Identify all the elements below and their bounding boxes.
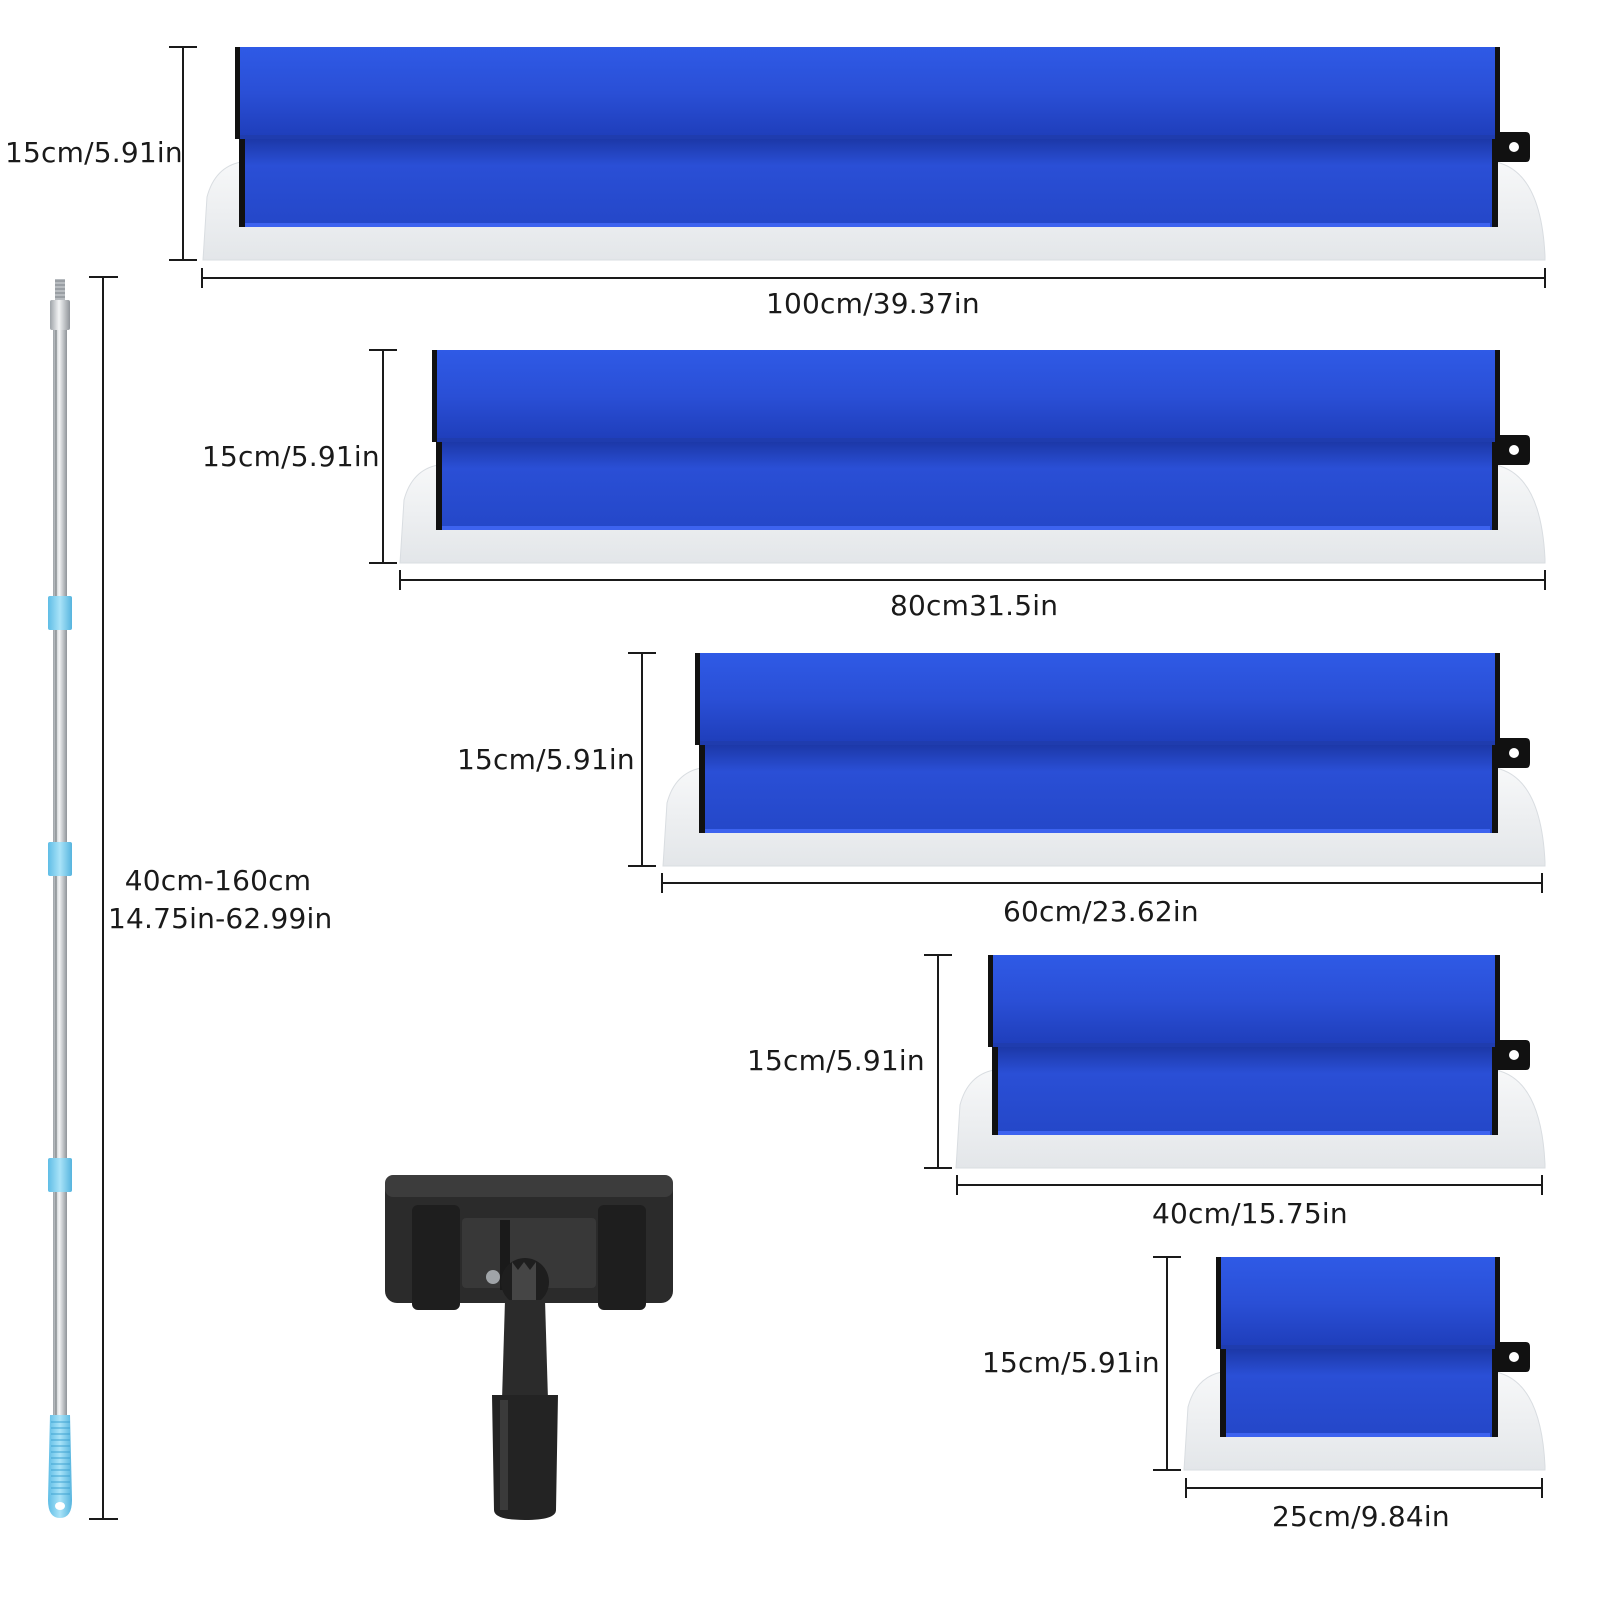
blade-5-width-dimension [1185,1478,1543,1498]
adapter-socket-shine [500,1400,508,1510]
blade-4-height-dimension [924,954,952,1169]
blade-upper-rail [1216,1257,1500,1349]
blade-right-cap [1492,442,1498,530]
blade-3-height-label: 15cm/5.91in [457,743,635,776]
blade-1-height-label: 15cm/5.91in [5,136,183,169]
blade-1-width-label: 100cm/39.37in [766,287,980,320]
blade-lower-highlight [442,526,1490,530]
blade-hang-hole [1509,445,1519,455]
blade-4 [955,955,1546,1169]
blade-2-height-label: 15cm/5.91in [202,440,380,473]
blade-2-width-label: 80cm31.5in [890,589,1059,622]
adapter-clamp-right [598,1205,646,1310]
adapter-stem [500,1220,510,1290]
pole-hang-hole [55,1502,65,1510]
blade-2-height-dimension [369,349,397,564]
blade-4-width-label: 40cm/15.75in [1152,1197,1348,1230]
blade-left-cap [699,745,705,833]
blade-right-cap [1492,1349,1498,1437]
pole-collar-2 [48,842,72,876]
blade-hang-hole [1509,748,1519,758]
blade-left-cap [239,139,245,227]
blade-upper-rail [695,653,1500,745]
dimension-lines [169,46,1546,1498]
blade-4-height-label: 15cm/5.91in [747,1044,925,1077]
telescopic-pole [48,276,118,1520]
blade-upper-left-cap [695,653,700,745]
blade-5 [1183,1257,1546,1471]
blade-hang-hole [1509,1050,1519,1060]
adapter-socket [492,1395,558,1520]
blade-3-height-dimension [628,652,656,867]
blade-5-width-label: 25cm/9.84in [1272,1500,1450,1533]
adapter-bolt [486,1270,500,1284]
blade-3-width-label: 60cm/23.62in [1003,895,1199,928]
blade-5-height-dimension [1153,1256,1181,1471]
blade-left-cap [1220,1349,1226,1437]
blade-lower-panel [436,442,1496,530]
blade-3 [662,653,1546,867]
blade-lower-highlight [1226,1433,1490,1437]
blade-upper-shadow [1221,1345,1495,1349]
blade-1-height-dimension [169,46,197,261]
blade-2 [399,350,1546,564]
blade-2-width-dimension [399,570,1546,590]
blade-upper-left-cap [235,47,240,139]
blade-1-width-dimension [201,268,1546,288]
adapter-neck [502,1300,548,1400]
pole-adapter-icon [385,1175,673,1520]
blade-lower-highlight [998,1131,1490,1135]
blade-3-width-dimension [661,873,1543,893]
adapter-head-top [385,1175,673,1197]
pole-length-in: 14.75in-62.99in [108,902,333,935]
blade-left-cap [992,1047,998,1135]
blade-lower-panel [1220,1349,1496,1437]
blade-upper-left-cap [988,955,993,1047]
blade-right-cap [1492,745,1498,833]
blade-lower-highlight [705,829,1490,833]
blade-1 [202,47,1546,261]
pole-grip [48,1415,72,1518]
blade-hang-hole [1509,142,1519,152]
blade-lower-panel [239,139,1496,227]
blade-upper-rail [988,955,1500,1047]
blade-5-height-label: 15cm/5.91in [982,1346,1160,1379]
blade-upper-right-cap [1495,955,1500,1047]
blade-upper-left-cap [1216,1257,1221,1349]
blade-upper-shadow [993,1043,1495,1047]
adapter-swivel-teeth [512,1262,536,1300]
pole-collar-3 [48,1158,72,1192]
blade-upper-right-cap [1495,47,1500,139]
blade-upper-right-cap [1495,350,1500,442]
pole-thread [55,279,65,301]
adapter-clamp-left [412,1205,460,1310]
pole-tip-fitting [50,300,70,330]
blade-hang-hole [1509,1352,1519,1362]
blade-right-cap [1492,139,1498,227]
blade-upper-shadow [700,741,1495,745]
blade-upper-shadow [437,438,1495,442]
blade-upper-rail [432,350,1500,442]
pole-length-label: 40cm-160cm 14.75in-62.99in [108,862,333,938]
blade-lower-highlight [245,223,1490,227]
blade-left-cap [436,442,442,530]
blade-upper-right-cap [1495,1257,1500,1349]
blade-upper-left-cap [432,350,437,442]
pole-collar-1 [48,596,72,630]
blade-lower-panel [992,1047,1496,1135]
pole-length-cm: 40cm-160cm [124,864,312,897]
blade-lower-panel [699,745,1496,833]
blade-4-width-dimension [956,1175,1543,1195]
blade-upper-right-cap [1495,653,1500,745]
blade-right-cap [1492,1047,1498,1135]
blades-layer [202,47,1546,1471]
blade-upper-shadow [240,135,1495,139]
blade-upper-rail [235,47,1500,139]
